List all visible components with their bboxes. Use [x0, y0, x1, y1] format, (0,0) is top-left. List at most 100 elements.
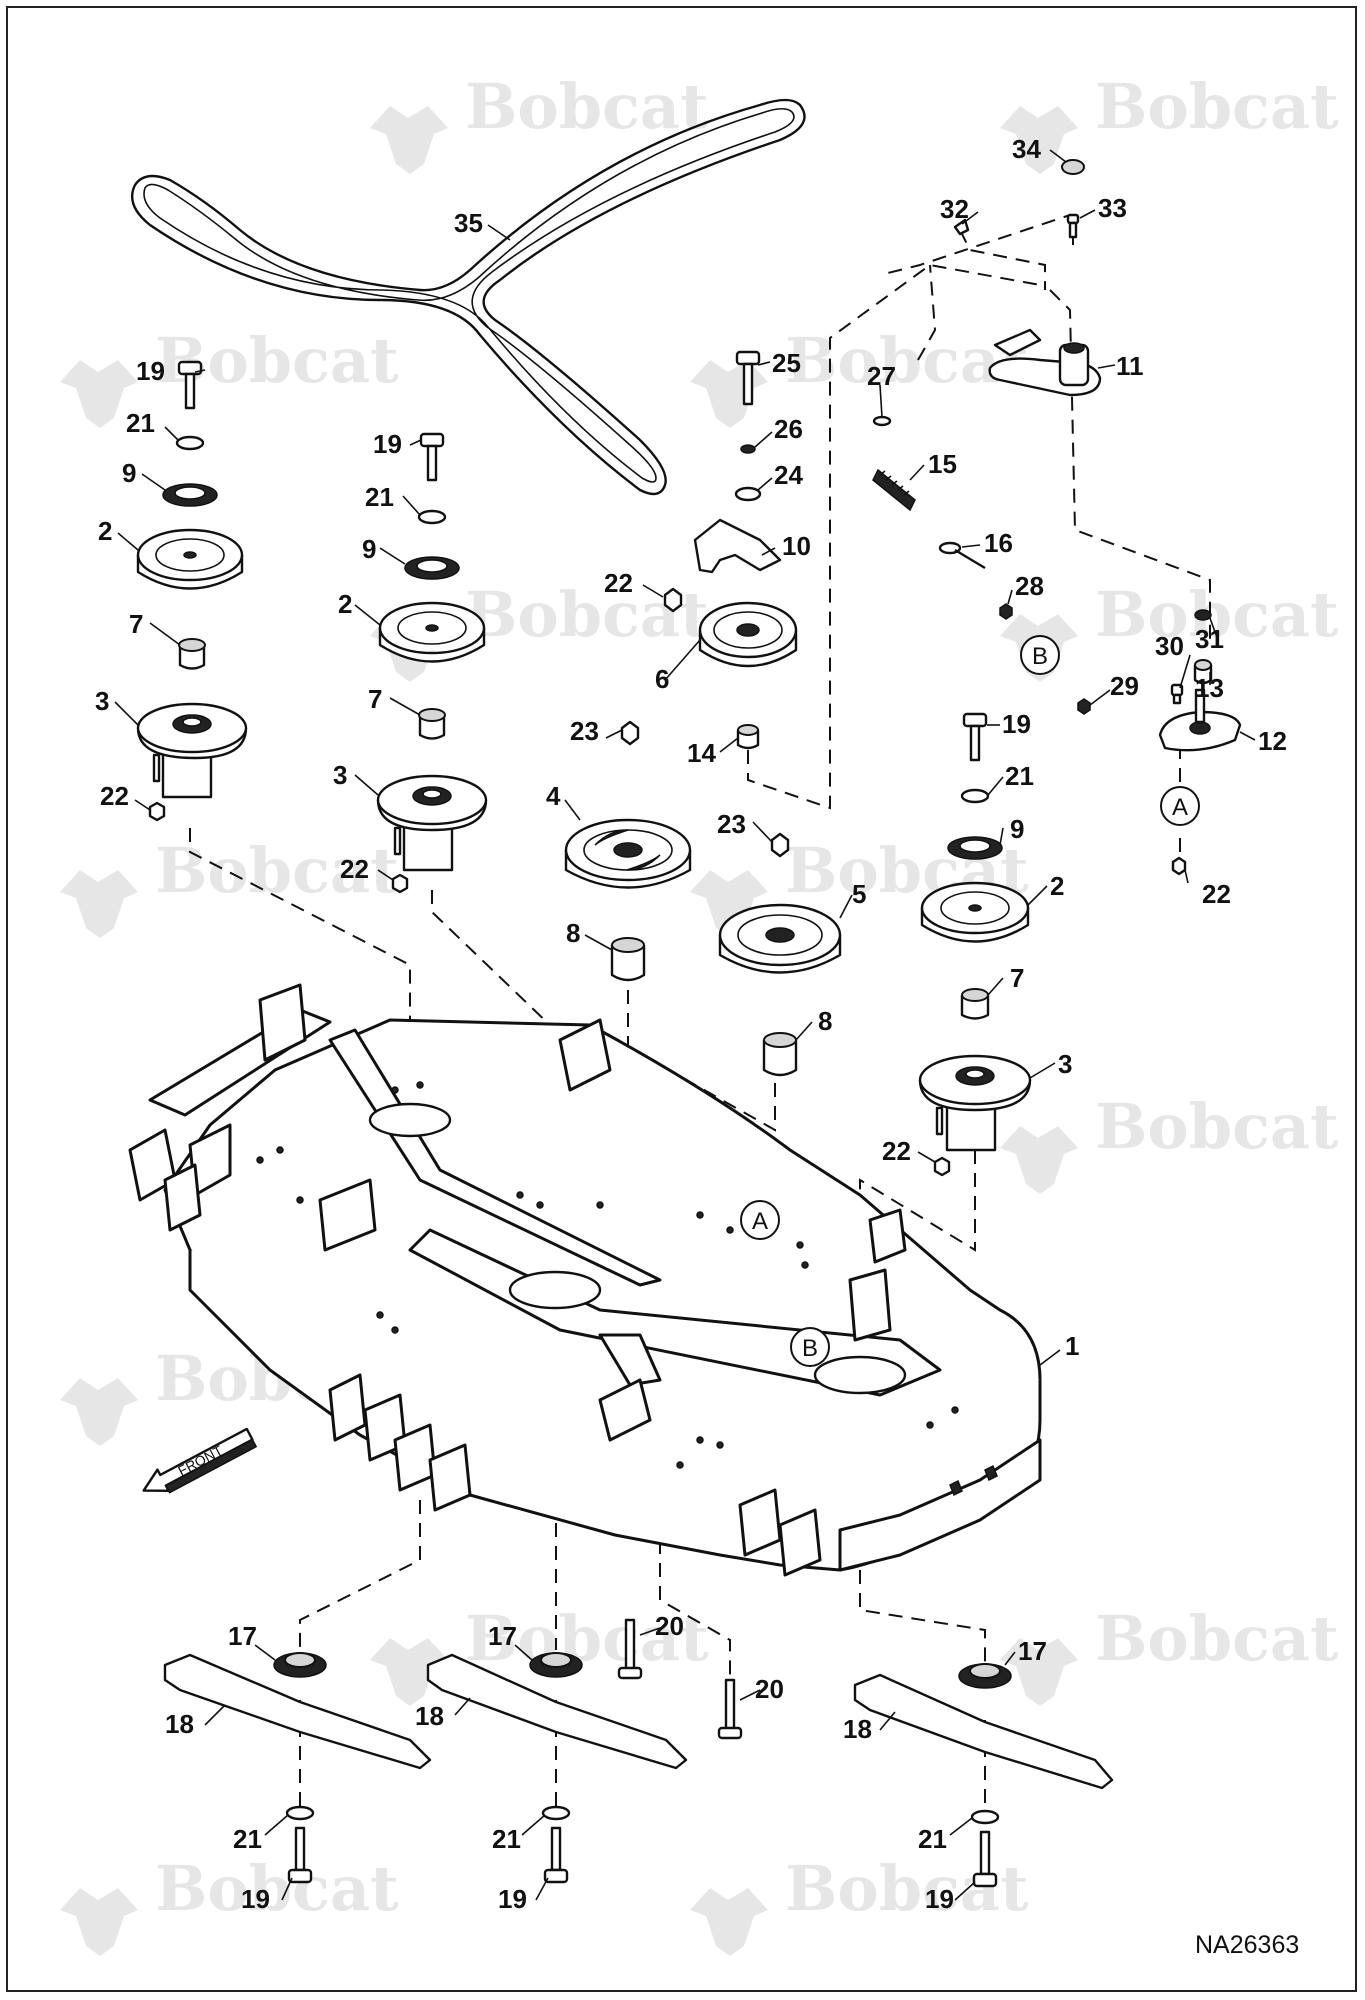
pivot-bracket-12: [1158, 688, 1242, 752]
callout-5: 5: [852, 879, 866, 909]
svg-text:Bobcat: Bobcat: [785, 324, 1029, 397]
watermark-layer: Bobcat Bobcat Bobcat Bobcat Bobcat Bobca…: [60, 70, 1339, 1956]
svg-text:Bobcat: Bobcat: [1095, 1090, 1339, 1163]
middle-spindle-stack: [376, 432, 488, 894]
left-spindle-stack: [136, 360, 248, 822]
watermark: Bobcat: [690, 1852, 1029, 1956]
callout-4: 4: [546, 781, 561, 811]
front-arrow: FRONT: [142, 1427, 258, 1494]
callout-8: 8: [566, 918, 580, 948]
callout-17: 17: [1018, 1636, 1047, 1666]
washer-21-blade-right: [970, 1809, 1000, 1825]
callout-14: 14: [687, 738, 716, 768]
callout-21: 21: [365, 482, 394, 512]
spacer-8-a: [610, 937, 646, 982]
watermark: Bobcat: [60, 1852, 399, 1956]
washer-24: [734, 486, 762, 502]
watermark: Bobcat: [690, 324, 1029, 428]
callout-18: 18: [165, 1709, 194, 1739]
callout-leaders: [114, 149, 1256, 1901]
clip-27: [872, 415, 892, 427]
callout-3: 3: [95, 686, 109, 716]
svg-text:A: A: [1172, 794, 1188, 821]
spring-15: [872, 468, 916, 512]
svg-text:A: A: [752, 1208, 768, 1235]
callout-22: 22: [340, 854, 369, 884]
callout-22: 22: [604, 568, 633, 598]
blade-18-left: [163, 1653, 432, 1770]
ref-marker-b-tensioner: B: [1020, 635, 1060, 675]
watermark: Bobcat: [1000, 70, 1339, 174]
callout-33: 33: [1098, 193, 1127, 223]
eyebolt-16: [938, 541, 986, 570]
tensioner-assembly: [872, 159, 1102, 715]
callout-2: 2: [1050, 871, 1064, 901]
callout-6: 6: [655, 664, 669, 694]
callout-21: 21: [1005, 761, 1034, 791]
idler-pulley-4: [564, 720, 692, 889]
drawing-code: NA26363: [1195, 1931, 1299, 1959]
idler-bracket-10: [693, 518, 782, 574]
callout-23: 23: [570, 716, 599, 746]
bolt-19-blade-middle: [543, 1826, 569, 1884]
washer-21-blade-middle: [541, 1805, 571, 1821]
blade-assembly-middle: [426, 1652, 688, 1884]
bolt-19-blade-right: [972, 1830, 998, 1888]
spacer-17-left: [273, 1652, 327, 1678]
callout-9: 9: [362, 534, 376, 564]
spacer-8-b: [762, 1032, 798, 1077]
washer-21-middle: [417, 509, 447, 525]
callout-9: 9: [122, 458, 136, 488]
callout-19: 19: [925, 1884, 954, 1914]
svg-text:Bobcat: Bobcat: [1095, 578, 1339, 651]
pivot-assembly: [1158, 609, 1242, 876]
spindle-hole-left: [368, 1102, 452, 1138]
watermark: Bobcat: [370, 70, 709, 174]
callout-3: 3: [333, 760, 347, 790]
spindle-housing-3-left: [136, 702, 248, 799]
callout-17: 17: [488, 1621, 517, 1651]
callout-9: 9: [1010, 814, 1024, 844]
bolt-20-a: [617, 1618, 643, 1680]
callout-20: 20: [755, 1674, 784, 1704]
nut-22-pivot: [1171, 856, 1187, 876]
svg-text:Bobcat: Bobcat: [155, 1852, 399, 1925]
pulley-2-right: [920, 881, 1030, 943]
callout-19: 19: [498, 1884, 527, 1914]
pulley-2-left: [136, 528, 244, 590]
callout-10: 10: [782, 531, 811, 561]
bushing-7-middle: [418, 708, 446, 740]
callout-18: 18: [843, 1714, 872, 1744]
callout-7: 7: [1010, 963, 1024, 993]
spacer-17-middle: [529, 1652, 583, 1678]
drawing-frame: [6, 6, 1357, 1992]
callout-25: 25: [772, 348, 801, 378]
pin-32: [953, 218, 970, 236]
nut-23-a: [620, 720, 640, 746]
callout-23: 23: [717, 809, 746, 839]
blade-18-right: [853, 1673, 1114, 1790]
watermark: Bobcat: [60, 834, 399, 938]
spacer-14: [736, 724, 760, 750]
callout-35: 35: [454, 208, 483, 238]
svg-text:Bobcat: Bobcat: [465, 1602, 709, 1675]
callout-7: 7: [368, 684, 382, 714]
washer-26: [740, 444, 756, 454]
washer-21-left: [175, 435, 205, 451]
callout-21: 21: [492, 1824, 521, 1854]
washer-21-right: [960, 788, 990, 804]
blade-18-middle: [426, 1653, 688, 1770]
callout-7: 7: [129, 609, 143, 639]
spindle-housing-3-middle: [376, 774, 488, 872]
callout-13: 13: [1195, 673, 1224, 703]
callout-30: 30: [1155, 631, 1184, 661]
pin-33: [1066, 213, 1080, 239]
bolt-19-middle: [419, 432, 445, 482]
bushing-7-left: [178, 638, 206, 670]
drive-belt: [130, 98, 806, 496]
svg-text:B: B: [802, 1335, 818, 1362]
bolt-19-blade-left: [287, 1826, 313, 1884]
callout-21: 21: [918, 1824, 947, 1854]
nut-29: [1077, 698, 1091, 715]
